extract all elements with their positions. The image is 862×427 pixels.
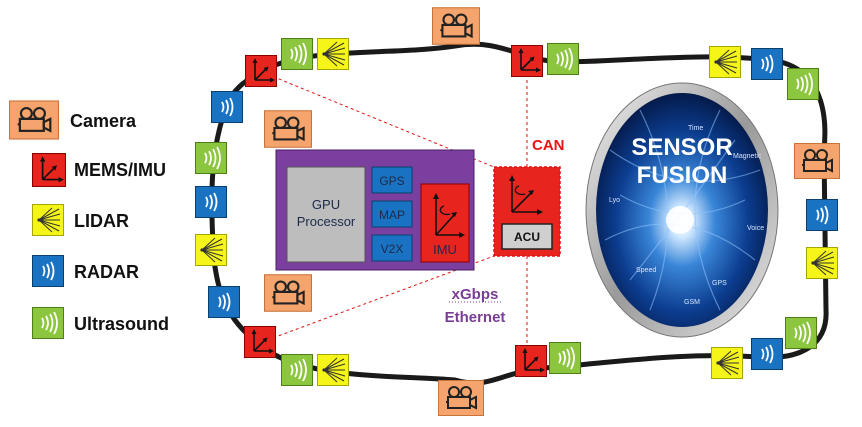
fusion-word-gps: GPS — [712, 280, 727, 287]
fusion-word-time: Time — [688, 125, 703, 132]
imu-axis-icon — [509, 175, 543, 215]
radar-wave-icon — [211, 91, 243, 123]
acu-label: ACU — [514, 230, 540, 244]
map-module — [371, 200, 413, 228]
camera-icon — [794, 142, 840, 180]
legend-item-camera: Camera — [9, 100, 137, 140]
v2x-label: V2X — [381, 242, 404, 256]
camera-icon — [264, 109, 312, 149]
map-label: MAP — [379, 208, 405, 222]
radar-wave-icon — [208, 286, 240, 318]
acu-box — [501, 223, 553, 250]
lidar-beam-icon — [32, 204, 64, 236]
sensor-fusion-disc: SENSOR FUSION Time Magnetic Lyo Voice Sp… — [585, 82, 779, 338]
imu-axis-icon — [244, 326, 276, 358]
imu-label: IMU — [433, 242, 457, 257]
fusion-word-lyo: Lyo — [609, 197, 620, 204]
acu-block: ACU — [493, 166, 561, 257]
gpu-processor-box — [286, 166, 366, 263]
can-label: CAN — [532, 137, 565, 154]
lidar-beam-icon — [711, 347, 743, 379]
processor-block: GPU Processor GPS MAP V2X IMU — [275, 149, 475, 271]
ultrasound-wave-icon — [785, 317, 817, 349]
ultrasound-wave-icon — [32, 307, 64, 339]
lidar-beam-icon — [709, 46, 741, 78]
fusion-glow — [666, 206, 694, 234]
ultrasound-wave-icon — [547, 43, 579, 75]
radar-wave-icon — [806, 199, 838, 231]
processor-label: Processor — [297, 214, 356, 229]
legend-label-ultrasound: Ultrasound — [74, 314, 169, 334]
legend-label-camera: Camera — [70, 111, 137, 131]
legend-label-mems-imu: MEMS/IMU — [74, 160, 166, 180]
ultrasound-wave-icon — [281, 354, 313, 386]
camera-icon — [9, 100, 59, 140]
fusion-word-speed: Speed — [636, 267, 656, 274]
legend-item-imu: MEMS/IMU — [32, 153, 166, 187]
legend-label-lidar: LIDAR — [74, 211, 129, 231]
lidar-beam-icon — [195, 234, 227, 266]
legend: Camera MEMS/IMU LIDAR RADAR Ultrasound — [9, 100, 169, 339]
radar-wave-icon — [751, 338, 783, 370]
ethernet-label: Ethernet — [445, 309, 506, 326]
imu-axis-icon — [511, 45, 543, 77]
camera-icon — [432, 6, 480, 46]
ultrasound-wave-icon — [281, 38, 313, 70]
radar-wave-icon — [751, 48, 783, 80]
imu-axis-icon — [245, 55, 277, 87]
fusion-title-line1: SENSOR — [631, 134, 732, 161]
ultrasound-wave-icon — [549, 342, 581, 374]
ethernet-speed-label: xGbps — [452, 286, 499, 303]
legend-item-lidar: LIDAR — [32, 204, 129, 236]
fusion-word-magnetic: Magnetic — [733, 153, 762, 160]
camera-icon — [264, 273, 312, 313]
lidar-beam-icon — [806, 247, 838, 279]
fusion-word-gsm: GSM — [684, 299, 700, 306]
imu-axis-icon — [433, 193, 465, 238]
radar-wave-icon — [195, 186, 227, 218]
imu-module — [420, 183, 470, 263]
ultrasound-wave-icon — [787, 68, 819, 100]
fusion-title-line2: FUSION — [637, 162, 728, 189]
imu-axis-icon — [515, 345, 547, 377]
fusion-word-voice: Voice — [747, 225, 764, 232]
legend-label-radar: RADAR — [74, 262, 139, 282]
gps-label: GPS — [379, 174, 404, 188]
lidar-beam-icon — [317, 354, 349, 386]
imu-axis-icon — [32, 153, 66, 187]
camera-icon — [438, 379, 484, 417]
radar-wave-icon — [32, 255, 64, 287]
legend-item-ultrasound: Ultrasound — [32, 307, 169, 339]
lidar-beam-icon — [317, 38, 349, 70]
gpu-label: GPU — [312, 197, 340, 212]
v2x-module — [371, 234, 413, 262]
gps-module — [371, 166, 413, 194]
legend-item-radar: RADAR — [32, 255, 139, 287]
ultrasound-wave-icon — [195, 142, 227, 174]
